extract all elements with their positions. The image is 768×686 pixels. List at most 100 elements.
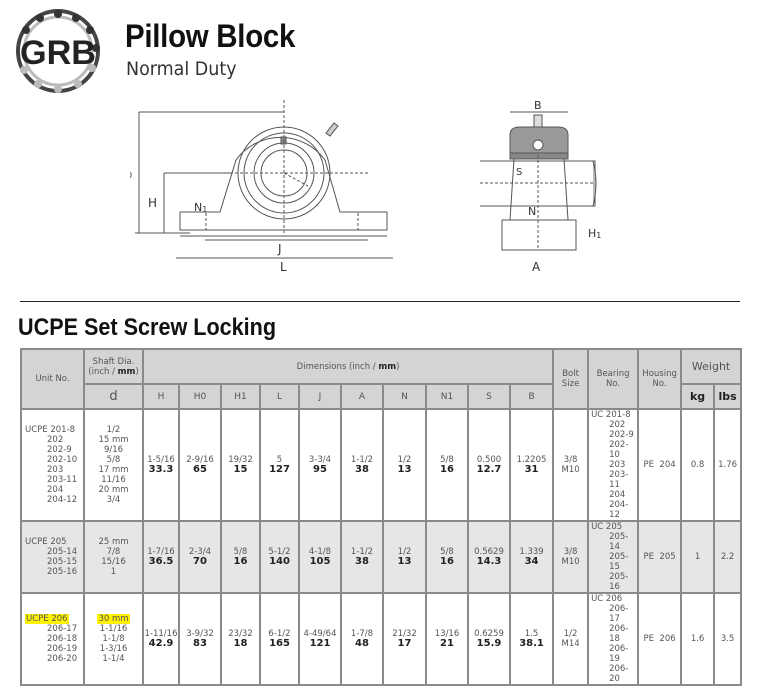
dimension-mm: 13 [397, 556, 412, 567]
dimension-mm: 65 [193, 464, 207, 475]
units-value: 206-19 [47, 644, 78, 654]
housing-cell: PE 204 [637, 408, 683, 522]
bolt-inch: 3/8 [563, 547, 578, 557]
shaft-value: 1/2 [106, 425, 121, 435]
units-value: 202 [47, 435, 64, 445]
pillow-block-side-drawing: B S d N H1 A [480, 99, 601, 274]
dimension-mm: 83 [193, 638, 207, 649]
bolt-inch: 3/8 [563, 455, 578, 465]
shaft-value: 3/4 [106, 495, 121, 505]
header-col: H0 [178, 383, 222, 410]
dimension-inch: 1.2205 [516, 455, 547, 465]
header-col: B [508, 383, 555, 410]
bolt-metric: M10 [561, 557, 580, 567]
lbs-cell: 2.2 [713, 520, 743, 594]
bearing-value: 202 [609, 420, 626, 430]
dimension-mm: 105 [309, 556, 331, 567]
label-H0: H0 [130, 166, 132, 180]
shaft-value: 11/16 [101, 475, 126, 485]
bearing-value: 204 [609, 490, 626, 500]
lbs-cell: 3.5 [713, 592, 743, 686]
dimension-mm: 48 [355, 638, 369, 649]
dimension-inch: 5-1/2 [268, 547, 291, 557]
header-col: N [382, 383, 427, 410]
dimension-mm: 38 [355, 556, 369, 567]
shaft-value: 15/16 [101, 557, 126, 567]
page-title: Pillow Block [125, 18, 296, 54]
dimension-mm: 95 [313, 464, 327, 475]
dimension-inch: 5/8 [233, 547, 248, 557]
dimension-mm: 16 [440, 464, 454, 475]
dimension-inch: 0.500 [476, 455, 502, 465]
shaft-value: 15 mm [98, 435, 129, 445]
dimension-mm: 14.3 [476, 556, 502, 567]
bearing-value: 206-20 [609, 664, 629, 684]
svg-text:GRB: GRB [20, 34, 96, 72]
section-title: UCPE Set Screw Locking [18, 314, 277, 341]
housing-cell: PE 206 [637, 592, 683, 686]
dimension-inch: 1-1/2 [350, 455, 374, 465]
units-value: 206-18 [47, 634, 78, 644]
label-J: J [277, 242, 282, 256]
kg-cell: 0.8 [680, 408, 716, 522]
shaft-value: 9/16 [103, 445, 124, 455]
bearing-value: 202-9 [609, 430, 634, 440]
units-value: 205-15 [47, 557, 78, 567]
units-value: UCPE 206 [25, 614, 69, 624]
bearing-value: 205-15 [609, 552, 629, 572]
label-H: H [148, 196, 157, 210]
page-subtitle: Normal Duty [126, 58, 237, 80]
dimension-inch: 4-1/8 [308, 547, 332, 557]
header-col: S [467, 383, 511, 410]
dimension-inch: 5/8 [440, 455, 454, 465]
header-col: H1 [220, 383, 261, 410]
kg-cell: 1.6 [680, 592, 716, 686]
bolt-metric: M10 [561, 465, 580, 475]
pillow-block-front-drawing: H0 H N1 J L [130, 100, 393, 274]
dimension-inch: 1-5/16 [147, 455, 175, 465]
units-value: 204 [47, 485, 64, 495]
units-value: 205-14 [47, 547, 78, 557]
dimension-mm: 140 [269, 556, 290, 567]
label-N: N [528, 205, 536, 218]
header-col: A [340, 383, 384, 410]
grb-logo: GRB [16, 9, 100, 93]
dimension-inch: 1-1/2 [350, 547, 374, 557]
bearing-value: 203 [609, 460, 626, 470]
dimension-inch: 1-7/16 [147, 547, 175, 557]
units-value: 202-10 [47, 455, 78, 465]
dimension-mm: 15.9 [476, 638, 502, 649]
bearing-value: UC 201-8 [591, 410, 631, 420]
dimension-mm: 36.5 [148, 556, 174, 567]
label-L: L [280, 260, 287, 274]
units-value: UCPE 205 [25, 537, 67, 547]
lbs-cell: 1.76 [713, 408, 743, 522]
header-bearing-no: Bearing No. [587, 348, 640, 410]
divider [20, 301, 740, 302]
header-bolt-size: Bolt Size [552, 348, 590, 410]
units-value: 204-12 [47, 495, 78, 505]
shaft-value: 7/8 [106, 547, 121, 557]
units-value: 206-20 [47, 654, 78, 664]
header-shaft-dia: Shaft Dia.(inch / mm) [83, 348, 144, 385]
label-N1: N1 [194, 201, 207, 214]
units-value: 205-16 [47, 567, 78, 577]
